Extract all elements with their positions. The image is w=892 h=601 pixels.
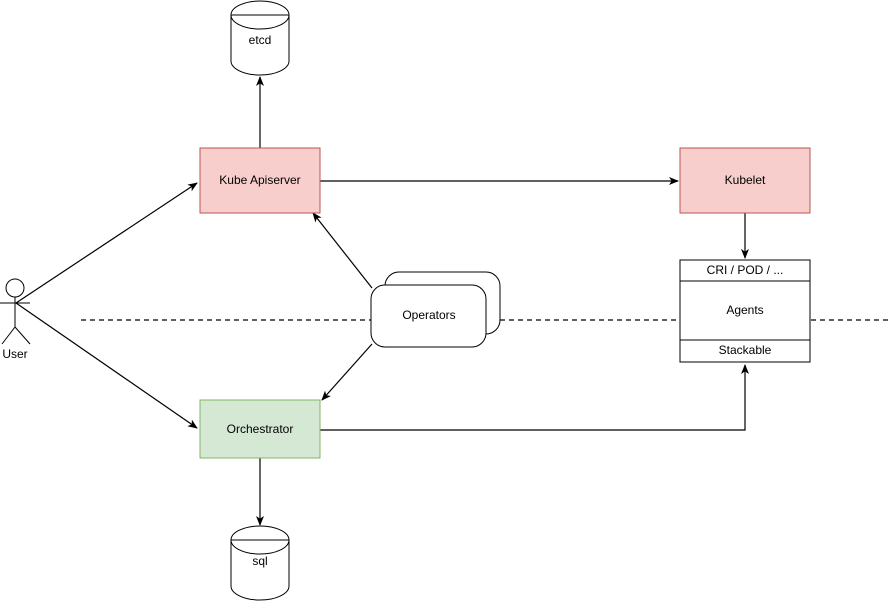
node-sql[interactable]: sql bbox=[230, 525, 290, 601]
node-orchestrator-label: Orchestrator bbox=[227, 422, 294, 436]
edge-user-to-apiserver bbox=[15, 182, 198, 304]
node-etcd[interactable]: etcd bbox=[230, 0, 290, 76]
node-agents-stack[interactable]: CRI / POD / ... Agents Stackable bbox=[679, 259, 811, 363]
agents-stack-cri-label: CRI / POD / ... bbox=[707, 263, 784, 277]
node-etcd-label: etcd bbox=[249, 33, 272, 47]
node-user-actor[interactable]: User bbox=[0, 278, 31, 361]
edge-operators-to-apiserver bbox=[312, 212, 373, 289]
node-user-label: User bbox=[2, 347, 27, 361]
node-kubelet[interactable]: Kubelet bbox=[679, 147, 811, 214]
node-orchestrator[interactable]: Orchestrator bbox=[199, 399, 321, 459]
edge-orchestrator-to-stackable bbox=[320, 364, 749, 431]
agents-stack-agents-label: Agents bbox=[726, 303, 763, 317]
edge-operators-to-orchestrator bbox=[321, 343, 373, 401]
actor-head-icon bbox=[5, 278, 25, 298]
node-kube-apiserver-label: Kube Apiserver bbox=[219, 173, 300, 187]
node-sql-label: sql bbox=[252, 554, 267, 568]
edge-user-to-orchestrator bbox=[15, 302, 198, 429]
node-operators-label: Operators bbox=[402, 308, 455, 322]
node-kube-apiserver[interactable]: Kube Apiserver bbox=[199, 147, 321, 214]
agents-stack-stackable-label: Stackable bbox=[719, 343, 772, 357]
operators-front-card bbox=[370, 284, 487, 348]
node-operators[interactable]: Operators bbox=[370, 271, 501, 348]
actor-leg-left-line bbox=[1, 326, 16, 345]
node-kubelet-label: Kubelet bbox=[725, 173, 766, 187]
actor-leg-right-line bbox=[14, 326, 31, 345]
